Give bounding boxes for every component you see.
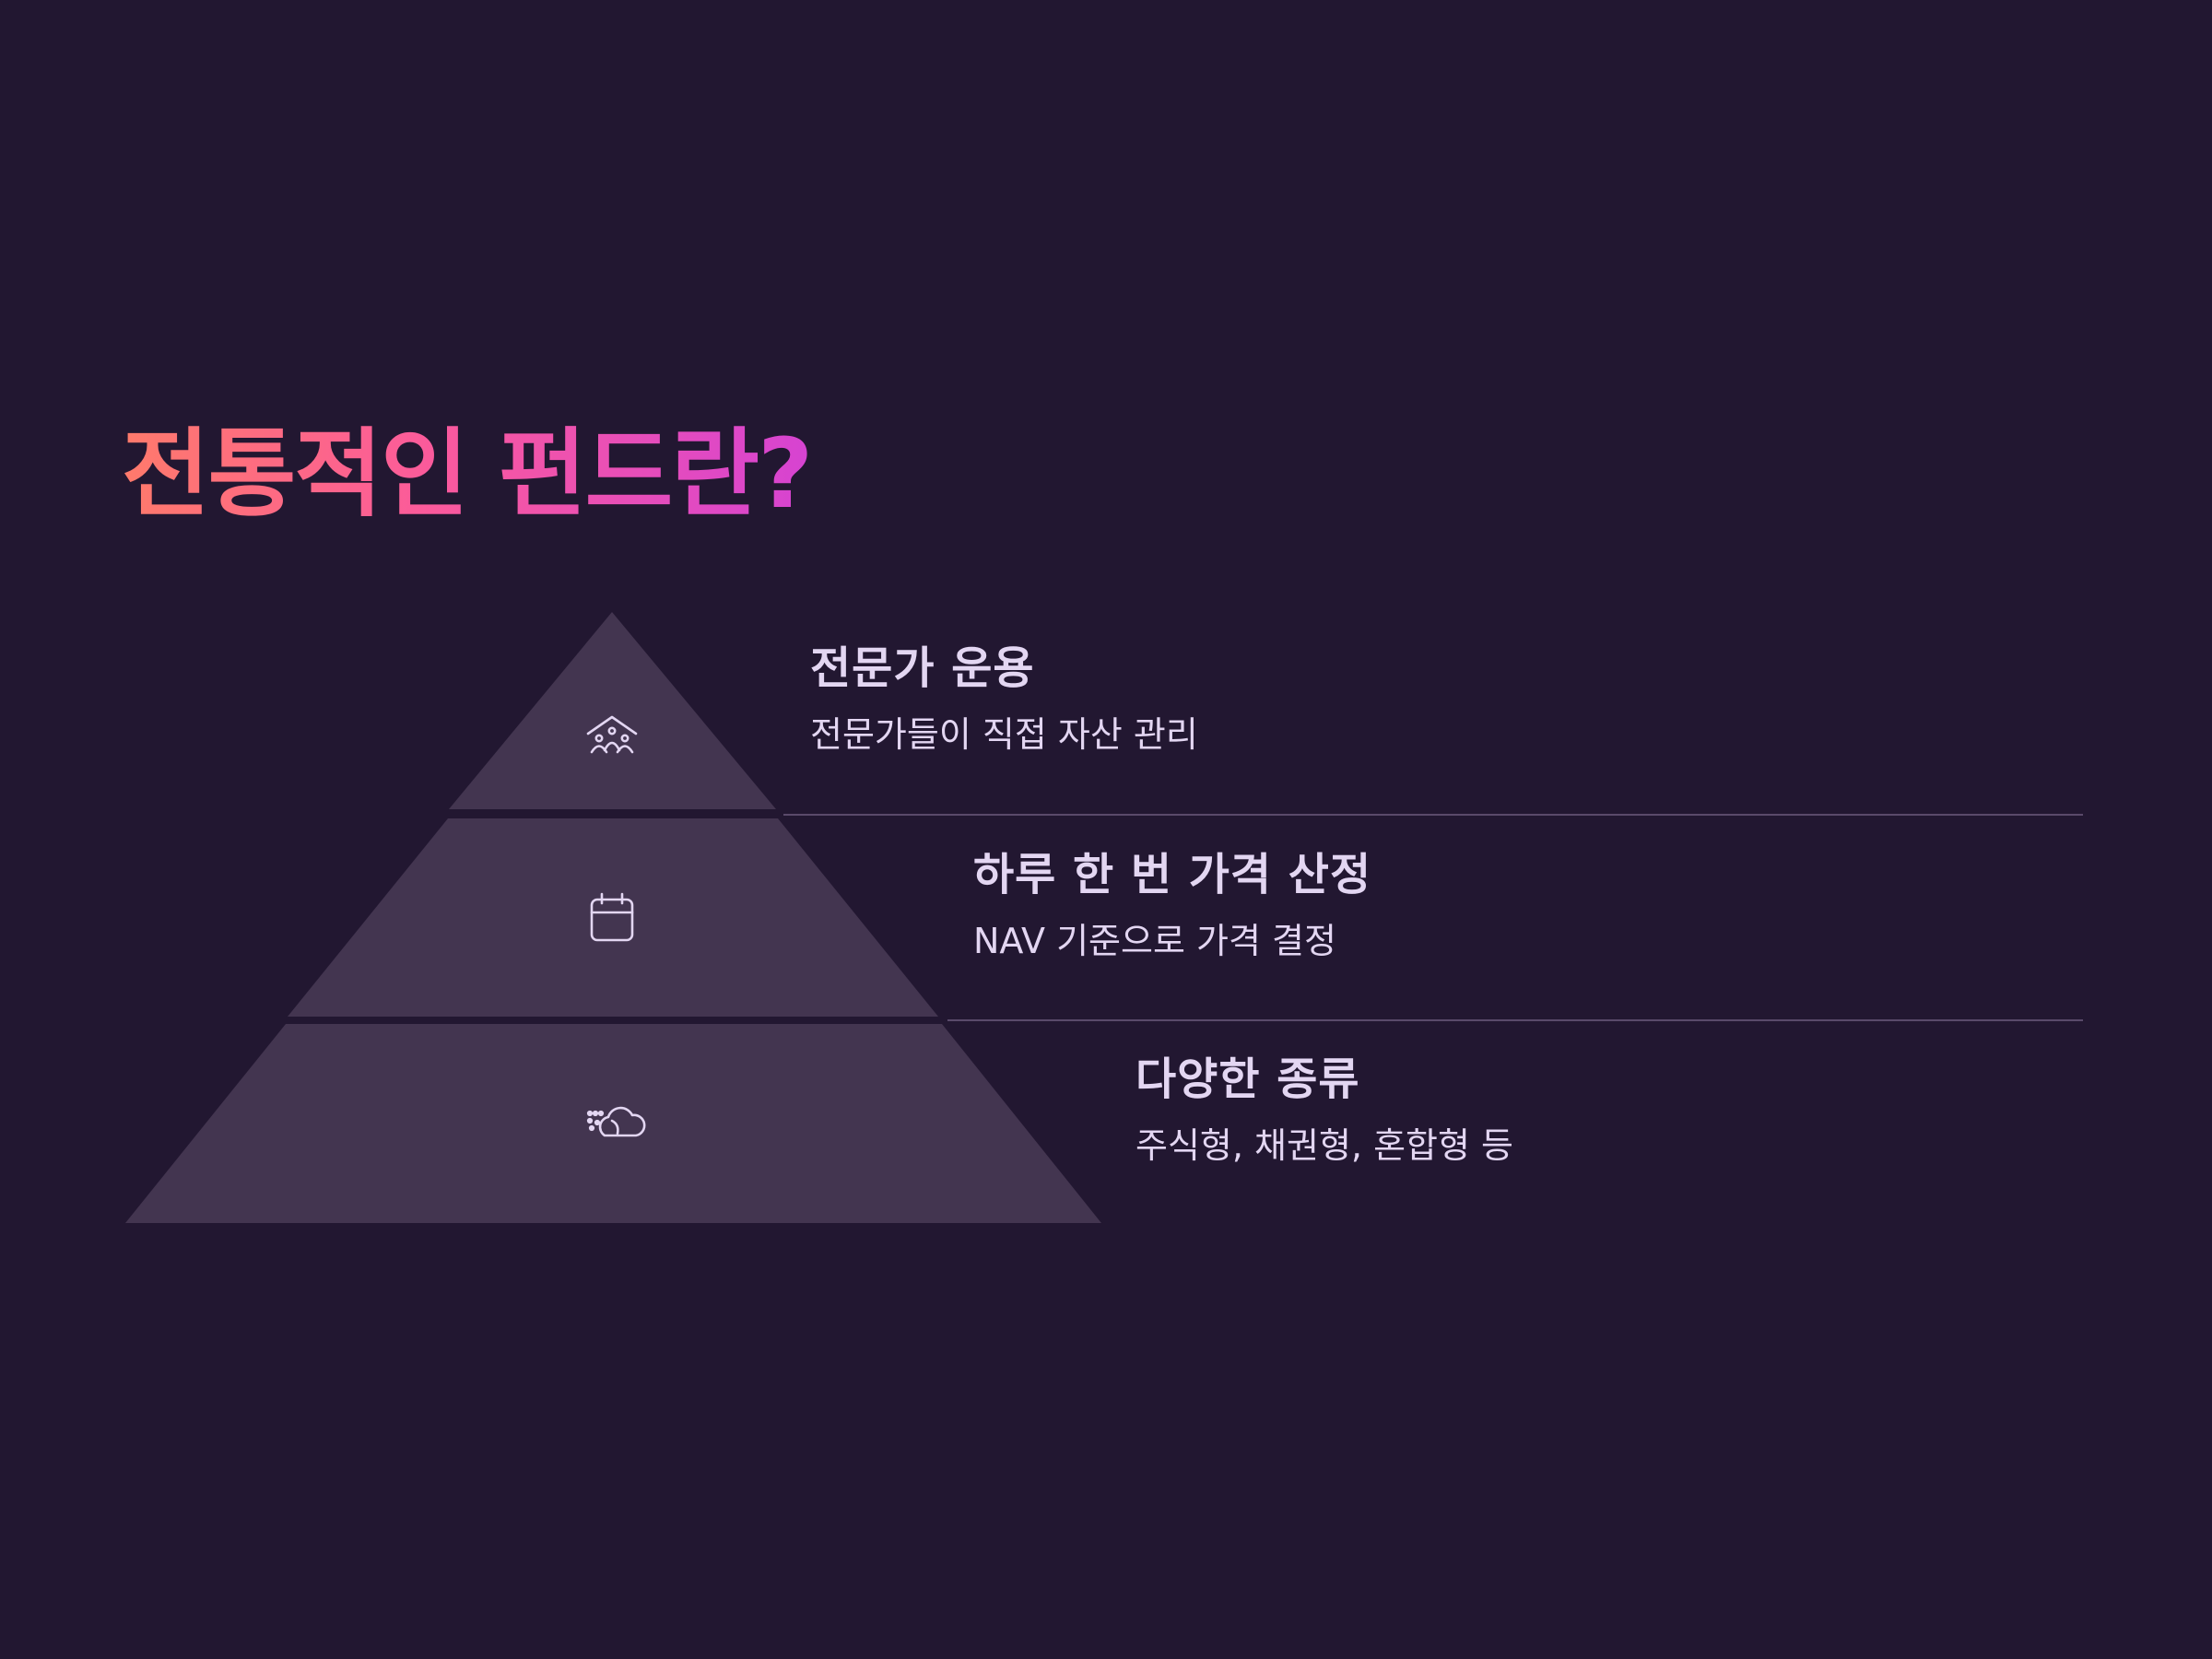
- divider-top: [783, 814, 2083, 816]
- tier-1-description: 전문가들이 직접 자산 관리: [810, 713, 1198, 755]
- slide-title: 전통적인 펀드란?: [122, 418, 813, 530]
- tier-1-text: 전문가 운용 전문가들이 직접 자산 관리: [810, 642, 1198, 756]
- calendar-icon: [590, 892, 634, 942]
- tier-1-heading: 전문가 운용: [810, 642, 1035, 694]
- divider-bottom: [947, 1019, 2083, 1021]
- tier-2-description: NAV 기준으로 가격 결정: [973, 920, 1336, 961]
- pyramid-tier-bottom: [125, 1024, 1101, 1223]
- tier-2-text: 하루 한 번 가격 산정 NAV 기준으로 가격 결정: [973, 849, 1371, 962]
- tier-2-heading: 하루 한 번 가격 산정: [973, 849, 1372, 900]
- diverse-cloud-icon: [586, 1106, 646, 1137]
- professionals-under-roof-icon: [586, 715, 638, 754]
- tier-3-heading: 다양한 종류: [1135, 1053, 1360, 1105]
- pyramid-tier-middle: [288, 818, 938, 1017]
- tier-3-description: 주식형, 채권형, 혼합형 등: [1135, 1124, 1513, 1166]
- pyramid-tier-top: [449, 612, 776, 809]
- tier-3-text: 다양한 종류 주식형, 채권형, 혼합형 등: [1135, 1053, 1513, 1167]
